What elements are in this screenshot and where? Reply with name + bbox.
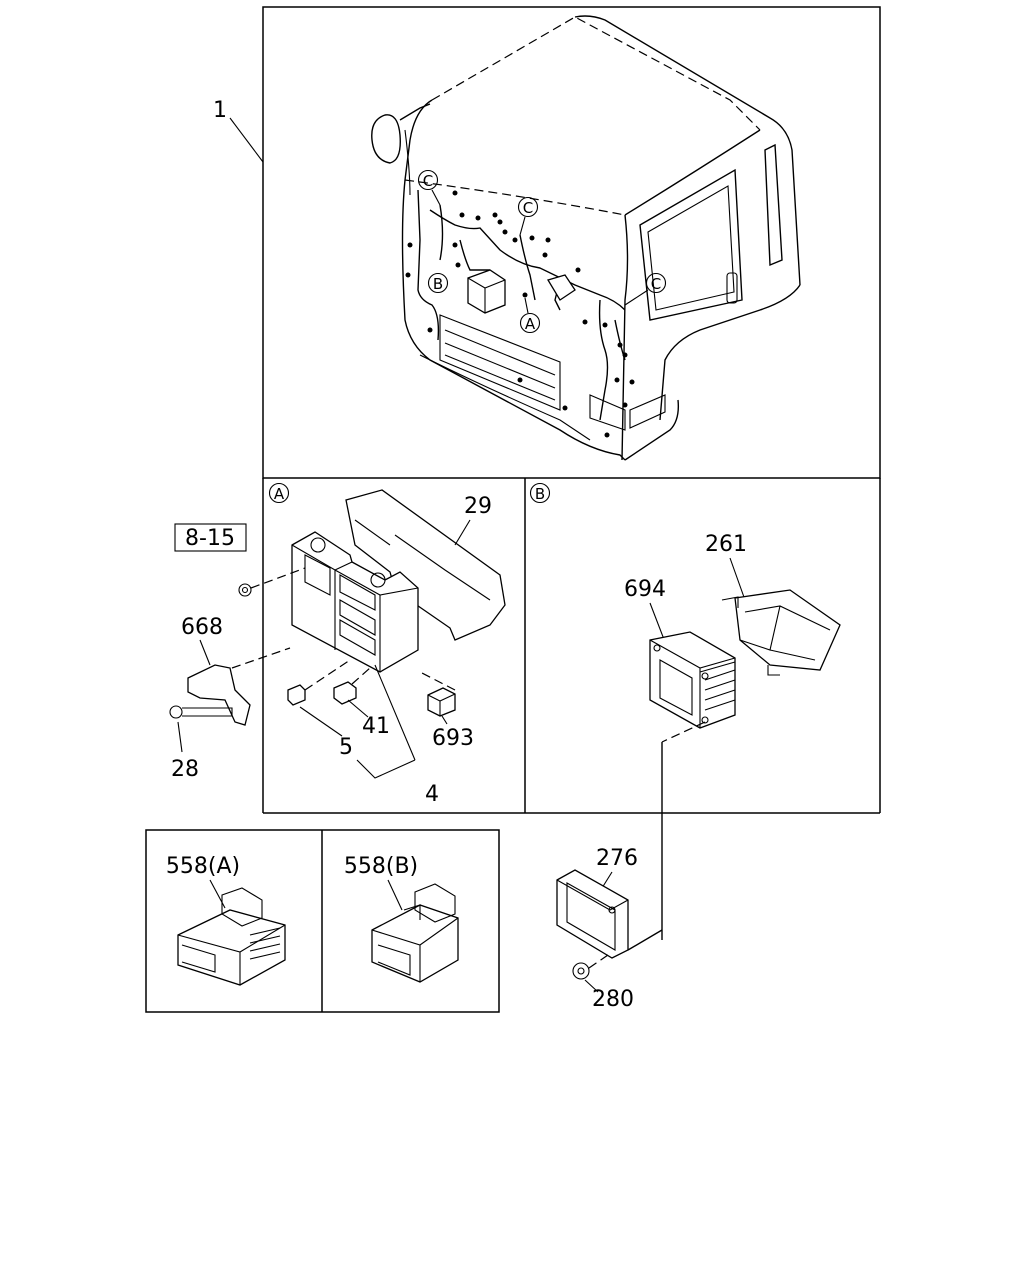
- svg-text:558(A): 558(A): [166, 854, 240, 879]
- diagram-frames: [145, 6, 881, 1013]
- svg-text:5: 5: [339, 735, 353, 760]
- callout-a-cab: A: [519, 297, 541, 334]
- harness-connectors: [405, 190, 635, 438]
- svg-text:4: 4: [425, 782, 439, 807]
- bolt-28: 28: [169, 705, 233, 782]
- fuse-relay-box: 8-15: [174, 523, 419, 673]
- nut-280: 280: [572, 954, 634, 1012]
- svg-text:B: B: [433, 275, 443, 293]
- control-unit-276: 276: [556, 846, 663, 959]
- svg-text:694: 694: [624, 577, 666, 602]
- svg-text:693: 693: [432, 726, 474, 751]
- svg-text:261: 261: [705, 532, 747, 557]
- section-a-marker: A: [268, 482, 290, 504]
- fuse-box-cover: 29: [345, 489, 506, 641]
- svg-text:558(B): 558(B): [344, 854, 418, 879]
- relay-693: [419, 671, 456, 717]
- callout-b-cab: B: [427, 272, 449, 294]
- svg-text:1: 1: [213, 98, 227, 123]
- svg-text:A: A: [525, 315, 536, 333]
- truck-cab-illustration: C C C A B: [371, 15, 801, 461]
- connector-558b: 558(B): [344, 854, 459, 983]
- connector-558a: 558(A): [166, 854, 286, 986]
- svg-text:C: C: [651, 275, 661, 293]
- svg-text:668: 668: [181, 615, 223, 640]
- svg-text:29: 29: [464, 494, 492, 519]
- svg-text:C: C: [423, 172, 433, 190]
- callout-c-left: C: [417, 169, 441, 206]
- fuse-41: [333, 681, 357, 705]
- svg-text:C: C: [523, 199, 533, 217]
- bracket-668: 668: [181, 615, 291, 726]
- svg-text:41: 41: [362, 714, 390, 739]
- svg-text:A: A: [274, 485, 285, 503]
- svg-text:280: 280: [592, 987, 634, 1012]
- part-labels-a: 41 5 693 4: [299, 664, 474, 807]
- bracket-261: 261: [705, 532, 841, 676]
- svg-text:276: 276: [596, 846, 638, 871]
- svg-text:8-15: 8-15: [185, 526, 235, 551]
- control-module-694: 694: [624, 577, 736, 940]
- section-b-marker: B: [529, 482, 551, 504]
- part-1-label: 1: [213, 98, 264, 163]
- callout-c-right: C: [624, 272, 667, 306]
- svg-text:B: B: [535, 485, 545, 503]
- svg-text:28: 28: [171, 757, 199, 782]
- fuse-5: [287, 684, 306, 706]
- callout-c-middle: C: [517, 196, 539, 236]
